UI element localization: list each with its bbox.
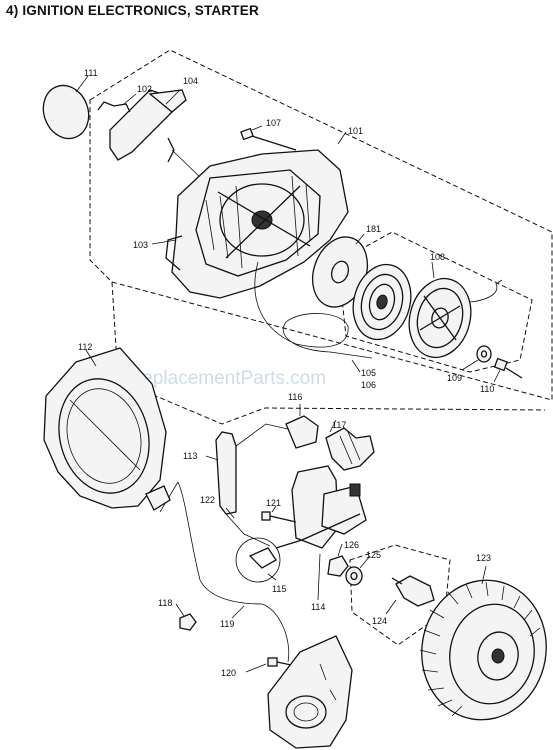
callout-103: 103 — [133, 240, 148, 250]
part-107-screw — [240, 125, 297, 151]
part-125-washer — [345, 555, 371, 586]
callout-119: 119 — [220, 619, 234, 629]
module-terminal — [349, 483, 361, 497]
callout-123: 123 — [476, 553, 491, 563]
part-114-ignition-module — [275, 465, 367, 601]
part-119-leader — [231, 605, 245, 619]
callout-110: 110 — [480, 384, 494, 394]
callout-112: 112 — [78, 342, 92, 352]
callout-108: 108 — [430, 252, 445, 262]
part-110-bolt — [493, 357, 523, 383]
callout-109: 109 — [447, 373, 462, 383]
page-title: 4) IGNITION ELECTRONICS, STARTER — [6, 3, 259, 18]
part-118-nut — [175, 603, 197, 631]
part-105-recoil-spring — [254, 261, 373, 373]
callout-106: 106 — [361, 380, 376, 390]
part-113-lead-tube — [205, 431, 237, 515]
callout-118: 118 — [158, 598, 172, 608]
callout-labels: 111 102 104 107 101 103 181 108 105 106 … — [78, 68, 494, 678]
callout-117: 117 — [332, 420, 346, 430]
callout-114: 114 — [311, 602, 325, 612]
callout-101: 101 — [348, 126, 363, 136]
part-109-washer — [461, 345, 492, 371]
callout-104: 104 — [183, 76, 198, 86]
ignition-lead-wire — [177, 423, 293, 663]
callout-120: 120 — [221, 668, 236, 678]
part-124-pawl — [385, 575, 435, 615]
part-121-screw — [261, 505, 297, 523]
callout-107: 107 — [266, 118, 281, 128]
callout-181: 181 — [366, 224, 381, 234]
part-116-spark-plug-boot — [285, 404, 319, 449]
callout-124: 124 — [372, 616, 387, 626]
part-101-leader — [337, 131, 347, 145]
part-108-rope-pulley — [408, 261, 503, 359]
callout-113: 113 — [183, 451, 197, 461]
callout-105: 105 — [361, 368, 376, 378]
watermark-text: eReplacementParts.com — [118, 368, 326, 389]
part-123-flywheel — [419, 565, 547, 721]
callout-115: 115 — [272, 584, 286, 594]
part-112-fan-housing — [43, 347, 167, 509]
cylinder-cover — [267, 635, 353, 749]
spool-group-outline — [337, 231, 533, 373]
callout-116: 116 — [288, 392, 302, 402]
callout-125: 125 — [366, 550, 381, 560]
part-181-washer — [311, 233, 369, 308]
ignition-group-outline — [111, 281, 546, 425]
callout-126: 126 — [344, 540, 359, 550]
callout-122: 122 — [200, 495, 215, 505]
part-103-starter-housing — [151, 149, 349, 299]
starter-assembly-outline — [89, 49, 553, 401]
part-122-short-circuit-wire — [145, 481, 271, 547]
part-spring-cassette — [352, 263, 412, 341]
part-115-ground-contact — [235, 537, 281, 583]
callout-111: 111 — [84, 68, 98, 78]
part-102-handle-insert — [97, 93, 137, 113]
callout-102: 102 — [137, 84, 152, 94]
callout-121: 121 — [266, 498, 281, 508]
part-117-spark-plug — [325, 419, 375, 471]
part-104-starter-handle — [109, 89, 187, 163]
part-111-disc — [42, 75, 90, 140]
part-126-nut — [327, 543, 349, 577]
